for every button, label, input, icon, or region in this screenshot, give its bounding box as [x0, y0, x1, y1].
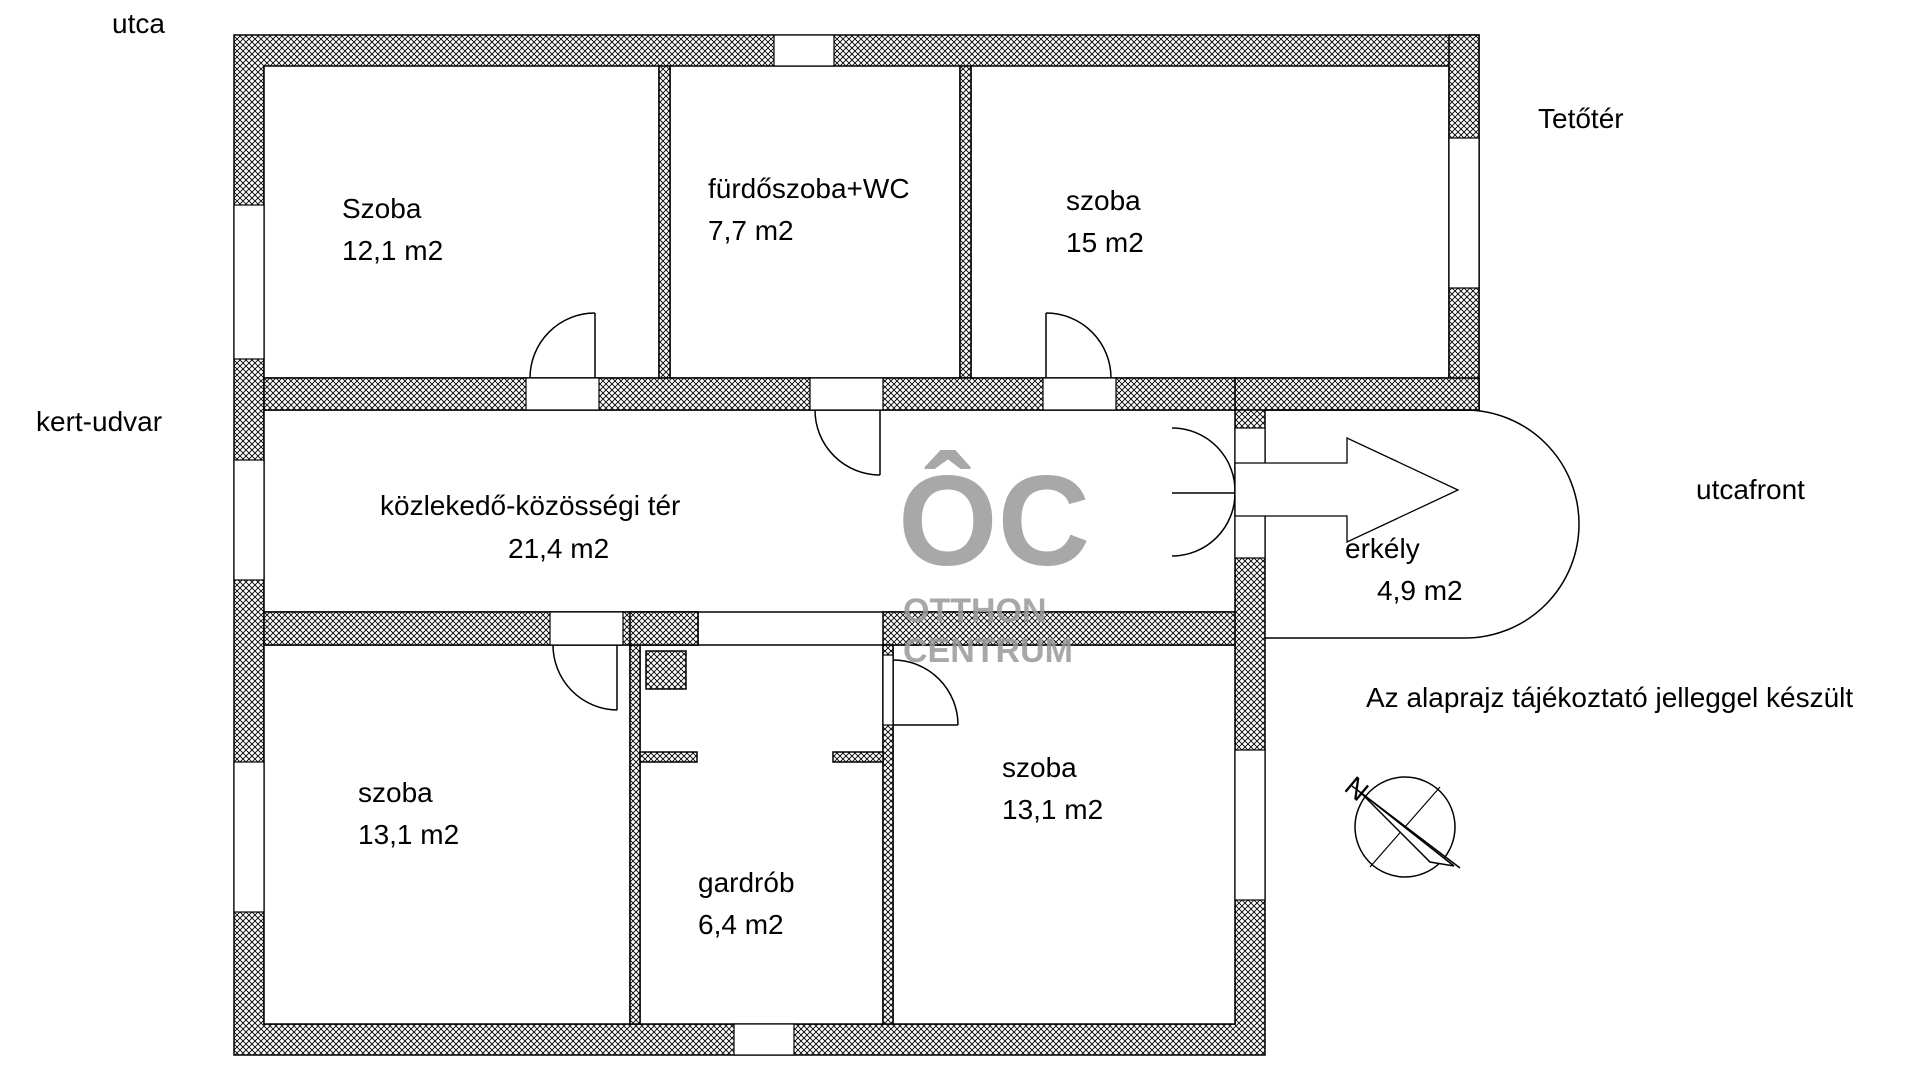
label-attic: Tetőtér — [1538, 103, 1624, 134]
doors — [525, 312, 1266, 726]
room3-area: 13,1 m2 — [358, 819, 459, 850]
bathroom-area: 7,7 m2 — [708, 215, 794, 246]
window — [233, 761, 265, 913]
balcony-name: erkély — [1345, 533, 1420, 564]
room4-name: szoba — [1002, 752, 1077, 783]
watermark-logo: ÔC OTTHON CENTRUM — [898, 450, 1090, 670]
room2-area: 15 m2 — [1066, 227, 1144, 258]
room1-name: Szoba — [342, 193, 422, 224]
window — [233, 204, 265, 360]
room-interiors — [263, 34, 1480, 1025]
hall-name: közlekedő-közösségi tér — [380, 490, 680, 521]
watermark-line1: OTTHON — [903, 592, 1047, 630]
hall-area: 21,4 m2 — [508, 533, 609, 564]
watermark-line2: CENTRUM — [903, 632, 1073, 670]
label-street-front: utcafront — [1696, 474, 1805, 505]
balcony — [1234, 409, 1580, 639]
room1-area: 12,1 m2 — [342, 235, 443, 266]
watermark-monogram: ÔC — [898, 450, 1090, 593]
compass-icon: N — [1339, 770, 1461, 878]
label-street: utca — [112, 8, 165, 39]
room4-area: 13,1 m2 — [1002, 794, 1103, 825]
window — [773, 34, 835, 67]
window — [733, 1023, 795, 1056]
wardrobe-area: 6,4 m2 — [698, 909, 784, 940]
label-disclaimer: Az alaprajz tájékoztató jelleggel készül… — [1366, 682, 1853, 713]
windows — [233, 34, 1480, 1056]
room2-name: szoba — [1066, 185, 1141, 216]
room3-name: szoba — [358, 777, 433, 808]
window — [1234, 749, 1266, 901]
outside-labels: utca Tetőtér kert-udvar utcafront Az ala… — [36, 8, 1853, 713]
window — [233, 459, 265, 581]
wardrobe-name: gardrób — [698, 867, 795, 898]
room-labels: Szoba 12,1 m2 fürdőszoba+WC 7,7 m2 szoba… — [342, 173, 1463, 940]
balcony-area: 4,9 m2 — [1377, 575, 1463, 606]
label-garden: kert-udvar — [36, 406, 162, 437]
arrow-icon — [1234, 436, 1460, 544]
window — [1448, 137, 1480, 289]
bathroom-name: fürdőszoba+WC — [708, 173, 910, 204]
